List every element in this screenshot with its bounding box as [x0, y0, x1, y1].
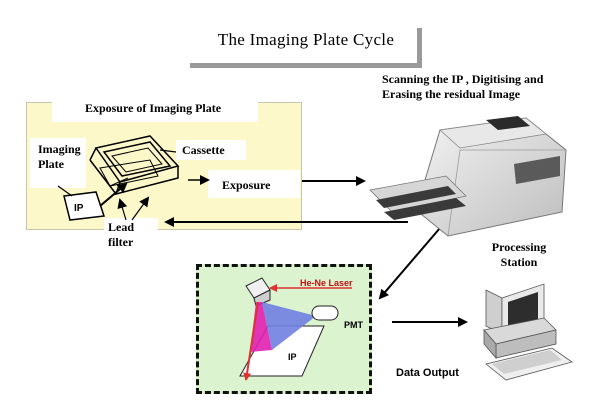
exposure-label: Exposure	[222, 178, 271, 192]
lead-filter-label: Lead filter	[108, 220, 135, 249]
exposure-heading-box	[52, 96, 258, 122]
lead-filter-label-box	[104, 218, 158, 248]
cassette-label: Cassette	[182, 143, 225, 157]
diagram-title: The Imaging Plate Cycle	[217, 30, 395, 49]
laser-label: He-Ne Laser	[300, 278, 353, 288]
imaging-plate-label: Imaging Plate	[38, 142, 81, 171]
imaging-plate-label-box	[30, 138, 86, 188]
cassette-lid	[94, 135, 180, 183]
ip-plate	[63, 191, 106, 221]
processing-station-label: Processing Station	[491, 240, 547, 269]
computer-image	[483, 283, 573, 381]
scanner-image	[369, 116, 567, 237]
exposure-heading: Exposure of Imaging Plate	[84, 101, 222, 115]
data-output-label: Data Output	[396, 367, 459, 379]
readout-ip-label: IP	[288, 352, 297, 362]
scanner-label: Scanning the IP , Digitising and Erasing…	[382, 72, 544, 101]
ip-label: IP	[74, 203, 84, 214]
cassette-drawing	[89, 135, 180, 196]
exposure-label-box	[208, 170, 300, 198]
title-box	[190, 28, 422, 68]
laser-readout-drawing	[239, 277, 352, 381]
pmt-label: PMT	[344, 320, 363, 330]
cassette-label-box	[176, 140, 246, 160]
